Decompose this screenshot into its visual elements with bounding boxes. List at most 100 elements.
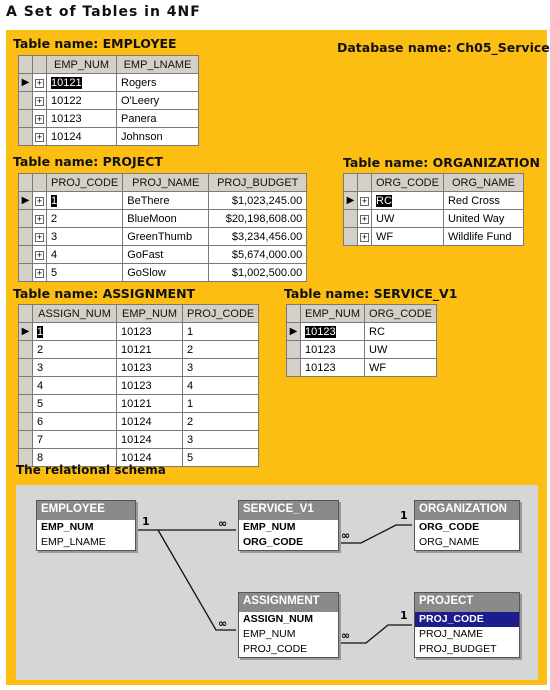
cell[interactable]: UW xyxy=(364,340,437,359)
plus-expand-icon[interactable]: + xyxy=(357,209,372,228)
cell[interactable]: RC xyxy=(364,322,437,341)
plus-expand-icon[interactable]: + xyxy=(32,127,47,146)
record-selector[interactable] xyxy=(18,91,33,110)
table-row[interactable]: + 4 GoFast $5,674,000.00 xyxy=(18,245,308,264)
employee-entity[interactable]: EMPLOYEE EMP_NUM EMP_LNAME xyxy=(36,500,136,551)
column-header[interactable]: PROJ_BUDGET xyxy=(208,173,308,192)
table-row[interactable]: ▶ + 1 BeThere $1,023,245.00 xyxy=(18,191,308,210)
cell[interactable]: Johnson xyxy=(116,127,199,146)
cell[interactable]: Panera xyxy=(116,109,199,128)
cell[interactable]: BeThere xyxy=(122,191,210,210)
plus-expand-icon[interactable]: + xyxy=(357,191,372,210)
cell[interactable]: Red Cross xyxy=(442,191,524,210)
cell[interactable]: 4 xyxy=(181,376,260,395)
column-header[interactable]: PROJ_CODE xyxy=(45,173,124,192)
column-header[interactable]: EMP_LNAME xyxy=(116,55,199,74)
cell[interactable]: 2 xyxy=(181,340,260,359)
cell[interactable]: $20,198,608.00 xyxy=(208,209,308,228)
cell[interactable]: Wildlife Fund xyxy=(442,227,524,246)
table-row[interactable]: 6 10124 2 xyxy=(18,412,260,431)
table-row[interactable]: 8 10124 5 xyxy=(18,448,260,467)
table-row[interactable]: + 10122 O'Leery xyxy=(18,91,199,110)
record-selector[interactable] xyxy=(286,340,301,359)
plus-expand-icon[interactable]: + xyxy=(32,227,47,246)
record-selector[interactable] xyxy=(18,376,33,395)
column-header[interactable]: EMP_NUM xyxy=(299,304,366,323)
cell[interactable]: WF xyxy=(364,358,437,377)
cell[interactable]: BlueMoon xyxy=(122,209,210,228)
record-selector[interactable] xyxy=(18,394,33,413)
column-header[interactable]: EMP_NUM xyxy=(46,55,117,74)
plus-expand-icon[interactable]: + xyxy=(32,263,47,282)
cell[interactable]: 4 xyxy=(32,376,117,395)
plus-expand-icon[interactable]: + xyxy=(32,73,47,92)
record-selector[interactable] xyxy=(18,340,33,359)
record-selector[interactable] xyxy=(343,209,358,228)
cell[interactable]: 10123 xyxy=(299,340,366,359)
column-header[interactable]: ORG_CODE xyxy=(371,173,444,192)
cell[interactable]: 3 xyxy=(45,227,124,246)
cell[interactable]: 6 xyxy=(32,412,117,431)
cell[interactable]: GoSlow xyxy=(122,263,210,282)
table-row[interactable]: ▶ + 10121 Rogers xyxy=(18,73,199,92)
cell[interactable]: 10124 xyxy=(116,430,183,449)
table-row[interactable]: 10123 WF xyxy=(286,358,437,377)
table-row[interactable]: + UW United Way xyxy=(343,209,524,228)
table-row[interactable]: + 10123 Panera xyxy=(18,109,199,128)
record-selector[interactable] xyxy=(343,227,358,246)
cell[interactable]: Rogers xyxy=(116,73,199,92)
table-row[interactable]: ▶ 10123 RC xyxy=(286,322,437,341)
plus-expand-icon[interactable]: + xyxy=(32,109,47,128)
record-selector[interactable] xyxy=(18,430,33,449)
organization-entity[interactable]: ORGANIZATION ORG_CODE ORG_NAME xyxy=(414,500,520,551)
table-row[interactable]: + WF Wildlife Fund xyxy=(343,227,524,246)
service-v1-entity[interactable]: SERVICE_V1 EMP_NUM ORG_CODE xyxy=(238,500,339,551)
cell[interactable]: 1 xyxy=(181,394,260,413)
cell[interactable]: 5 xyxy=(45,263,124,282)
cell[interactable]: $5,674,000.00 xyxy=(208,245,308,264)
record-selector[interactable] xyxy=(18,109,33,128)
cell[interactable]: 1 xyxy=(181,322,260,341)
cell[interactable]: 5 xyxy=(181,448,260,467)
table-row[interactable]: ▶ 1 10123 1 xyxy=(18,322,260,341)
column-header[interactable]: ASSIGN_NUM xyxy=(32,304,117,323)
cell[interactable]: UW xyxy=(371,209,444,228)
column-header[interactable]: ORG_CODE xyxy=(364,304,437,323)
cell[interactable]: 7 xyxy=(32,430,117,449)
assignment-entity[interactable]: ASSIGNMENT ASSIGN_NUM EMP_NUM PROJ_CODE xyxy=(238,592,339,658)
record-selector[interactable] xyxy=(18,227,33,246)
cell[interactable]: 10123 xyxy=(116,376,183,395)
record-selector[interactable] xyxy=(18,209,33,228)
cell[interactable]: 2 xyxy=(181,412,260,431)
cell[interactable]: 10123 xyxy=(305,325,336,338)
table-row[interactable]: + 10124 Johnson xyxy=(18,127,199,146)
cell[interactable]: 8 xyxy=(32,448,117,467)
table-row[interactable]: 3 10123 3 xyxy=(18,358,260,377)
cell[interactable]: 1 xyxy=(37,325,44,338)
cell[interactable]: United Way xyxy=(442,209,524,228)
current-record-arrow-icon[interactable]: ▶ xyxy=(343,191,358,210)
current-record-arrow-icon[interactable]: ▶ xyxy=(18,322,33,341)
cell[interactable]: $1,002,500.00 xyxy=(208,263,308,282)
cell[interactable]: RC xyxy=(376,194,392,207)
cell[interactable]: 10123 xyxy=(299,358,366,377)
record-selector[interactable] xyxy=(18,358,33,377)
record-selector[interactable] xyxy=(18,245,33,264)
cell[interactable]: 10121 xyxy=(116,394,183,413)
record-selector[interactable] xyxy=(18,127,33,146)
cell[interactable]: 10121 xyxy=(116,340,183,359)
column-header[interactable]: ORG_NAME xyxy=(442,173,524,192)
column-header[interactable]: PROJ_NAME xyxy=(122,173,210,192)
cell[interactable]: GreenThumb xyxy=(122,227,210,246)
column-header[interactable]: EMP_NUM xyxy=(116,304,183,323)
cell[interactable]: 10123 xyxy=(46,109,117,128)
cell[interactable]: 10124 xyxy=(46,127,117,146)
current-record-arrow-icon[interactable]: ▶ xyxy=(18,191,33,210)
table-row[interactable]: + 2 BlueMoon $20,198,608.00 xyxy=(18,209,308,228)
cell[interactable]: 1 xyxy=(51,194,58,207)
cell[interactable]: 10121 xyxy=(51,76,82,89)
cell[interactable]: 5 xyxy=(32,394,117,413)
table-row[interactable]: ▶ + RC Red Cross xyxy=(343,191,524,210)
cell[interactable]: WF xyxy=(371,227,444,246)
table-row[interactable]: 2 10121 2 xyxy=(18,340,260,359)
